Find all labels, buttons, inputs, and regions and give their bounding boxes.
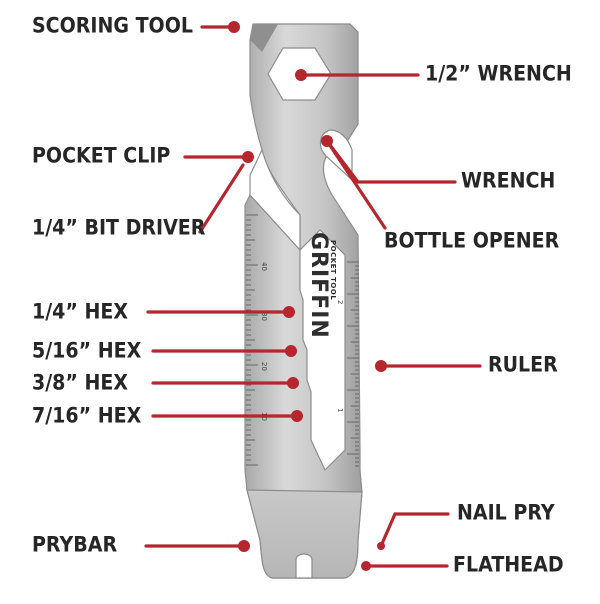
label-prybar: PRYBAR <box>32 532 118 558</box>
callout-lines <box>144 25 482 568</box>
label-quarter-hex: 1/4” HEX <box>32 299 129 325</box>
scoring-tool-edge <box>250 24 278 52</box>
ruler-ticks-right <box>347 261 359 467</box>
label-flathead: FLATHEAD <box>453 552 564 578</box>
callout-dot-seven-sixteenths-hex <box>291 410 303 422</box>
callout-dot-flathead <box>361 561 371 571</box>
brand-logo: GRIFFIN <box>306 232 331 339</box>
hex-channel <box>299 229 346 472</box>
label-seven-sixteenths-hex: 7/16” HEX <box>32 403 142 429</box>
label-nail-pry: NAIL PRY <box>457 500 555 526</box>
callout-line-nail-pry <box>379 512 450 548</box>
ruler-ticks-left <box>246 214 258 466</box>
callout-dot-scoring <box>228 21 240 33</box>
label-three-eighths-hex: 3/8” HEX <box>32 370 129 396</box>
label-wrench: WRENCH <box>461 168 556 194</box>
ruler-mark-30: 30 <box>260 312 268 321</box>
callout-dot-half-wrench <box>295 69 307 81</box>
callout-line-bottle-opener <box>325 139 387 230</box>
callout-dot-three-eighths-hex <box>287 377 299 389</box>
callout-dot-nail-pry <box>377 542 385 550</box>
callout-dot-five-sixteenths-hex <box>285 345 297 357</box>
label-five-sixteenths-hex: 5/16” HEX <box>32 338 142 364</box>
callout-line-bit-driver <box>198 163 245 234</box>
ruler-mark-1: 1 <box>336 408 344 412</box>
label-bottle-opener: BOTTLE OPENER <box>384 228 560 254</box>
label-ruler: RULER <box>488 352 558 378</box>
callout-dot-quarter-hex <box>283 306 295 318</box>
label-quarter-bit-driver: 1/4” BIT DRIVER <box>32 215 206 241</box>
label-half-wrench: 1/2” WRENCH <box>425 61 572 87</box>
nail-pry-notch <box>295 553 313 579</box>
prybar-face <box>246 489 363 579</box>
label-pocket-clip: POCKET CLIP <box>32 143 171 169</box>
callout-dots <box>228 21 387 571</box>
callout-dot-pocket-clip <box>242 151 254 163</box>
ruler-mark-2: 2 <box>336 300 344 304</box>
label-scoring-tool: SCORING TOOL <box>32 13 193 39</box>
callout-dot-wrench <box>321 135 333 147</box>
callout-dot-prybar <box>238 540 250 552</box>
brand-subtitle: POCKET TOOL <box>329 240 337 300</box>
ruler-mark-40: 40 <box>260 262 268 271</box>
callout-dot-ruler <box>375 360 387 372</box>
ruler-mark-20: 20 <box>260 362 268 371</box>
